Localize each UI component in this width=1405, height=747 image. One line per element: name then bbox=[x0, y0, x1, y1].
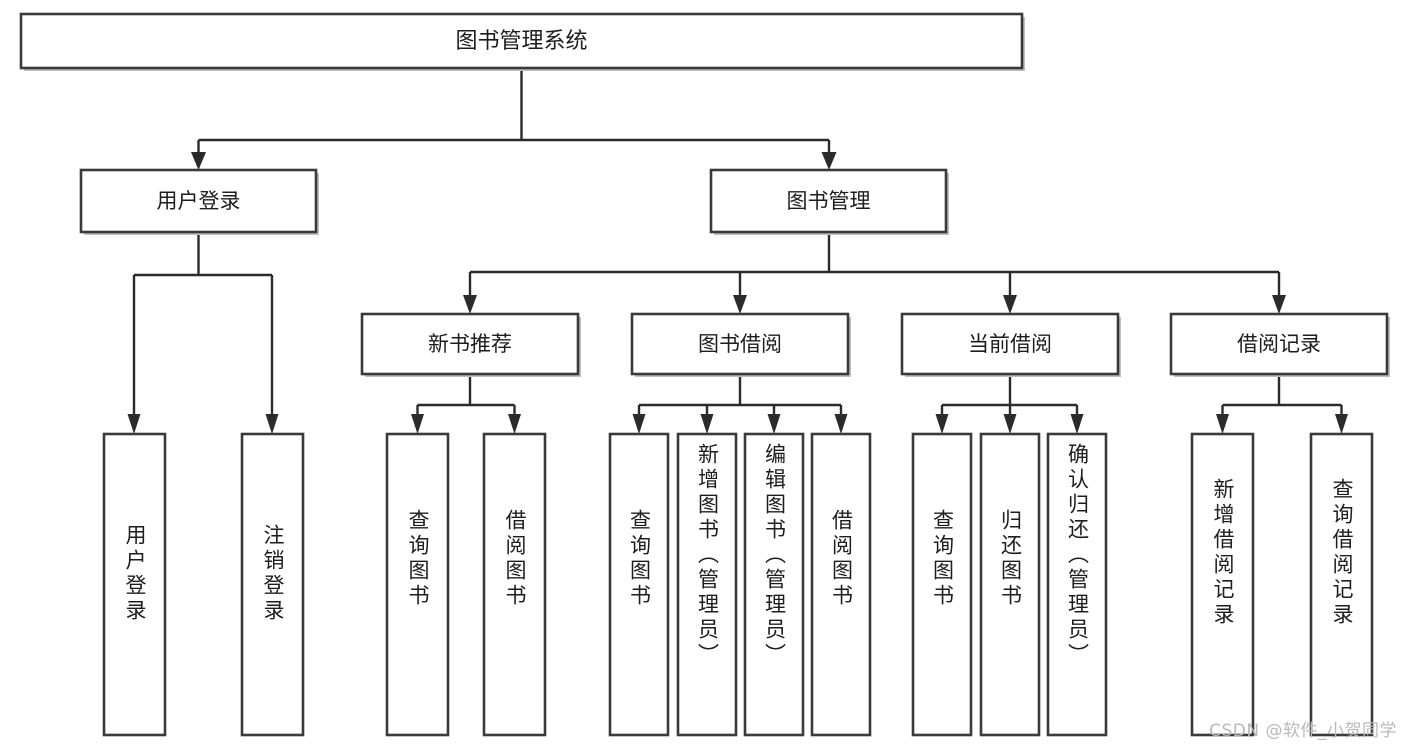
node-book-manage-box bbox=[709, 168, 948, 234]
arrowhead-leaf-confirm-return bbox=[1070, 414, 1084, 434]
leaf-borrow-book-1-box[interactable] bbox=[482, 432, 547, 737]
arrowhead-leaf-logout bbox=[265, 414, 279, 434]
leaf-query-book-3-box[interactable] bbox=[911, 432, 973, 737]
arrowhead-leaf-return-book bbox=[1003, 414, 1017, 434]
node-user-login-box bbox=[79, 168, 318, 234]
node-user-login[interactable]: 用户登录 bbox=[79, 168, 319, 235]
leaf-logout-box[interactable] bbox=[240, 432, 305, 737]
arrowhead-leaf-add-book bbox=[700, 414, 714, 434]
node-book-manage-label: 图书管理 bbox=[787, 189, 871, 213]
node-current-borrow-label: 当前借阅 bbox=[968, 332, 1052, 356]
leaf-query-record-box[interactable] bbox=[1309, 432, 1374, 737]
leaf-boxes-group bbox=[102, 432, 1374, 737]
node-book-manage[interactable]: 图书管理 bbox=[709, 168, 949, 235]
node-book-borrow[interactable]: 图书借阅 bbox=[630, 312, 851, 377]
arrowhead-new-book bbox=[463, 295, 477, 314]
node-borrow-record-box bbox=[1169, 312, 1389, 376]
leaf-add-book-box[interactable] bbox=[676, 432, 738, 737]
arrowhead-leaf-query-book-2 bbox=[632, 414, 646, 434]
arrowhead-leaf-query-book-1 bbox=[411, 414, 424, 434]
node-book-borrow-label: 图书借阅 bbox=[698, 332, 782, 356]
arrowhead-leaf-add-record bbox=[1216, 414, 1229, 434]
leaf-return-book-box[interactable] bbox=[979, 432, 1041, 737]
arrowhead-current-borrow bbox=[1003, 295, 1017, 314]
node-current-borrow[interactable]: 当前借阅 bbox=[900, 312, 1121, 377]
leaf-borrow-book-2-box[interactable] bbox=[810, 432, 872, 737]
node-new-book-recommend-label: 新书推荐 bbox=[428, 332, 512, 356]
watermark-text: CSDN @软件_小贺同学 bbox=[1209, 721, 1397, 741]
node-borrow-record[interactable]: 借阅记录 bbox=[1169, 312, 1390, 377]
arrowhead-book-borrow bbox=[733, 295, 747, 314]
arrowhead-leaf-borrow-book-1 bbox=[508, 414, 521, 434]
arrowhead-leaf-edit-book bbox=[767, 414, 781, 434]
arrowhead-leaf-user-login bbox=[127, 414, 141, 434]
connector-group bbox=[127, 68, 1348, 434]
leaf-add-record-box[interactable] bbox=[1190, 432, 1255, 737]
arrowhead-book-manage bbox=[821, 152, 837, 170]
arrowhead-leaf-query-record bbox=[1335, 414, 1348, 434]
node-root[interactable]: 图书管理系统 bbox=[19, 12, 1025, 71]
leaf-query-book-2-box[interactable] bbox=[608, 432, 670, 737]
arrowhead-user-login bbox=[191, 152, 206, 170]
node-root-box bbox=[19, 12, 1024, 70]
node-current-borrow-box bbox=[900, 312, 1120, 376]
node-user-login-label: 用户登录 bbox=[157, 189, 241, 213]
node-new-book-recommend[interactable]: 新书推荐 bbox=[360, 312, 581, 377]
arrowhead-leaf-query-book-3 bbox=[935, 414, 949, 434]
node-borrow-record-label: 借阅记录 bbox=[1237, 332, 1321, 356]
leaf-edit-book-box[interactable] bbox=[743, 432, 805, 737]
leaf-query-book-1-box[interactable] bbox=[385, 432, 450, 737]
node-root-label: 图书管理系统 bbox=[455, 29, 587, 54]
node-new-book-recommend-box bbox=[360, 312, 580, 376]
arrowhead-borrow-record bbox=[1272, 295, 1286, 314]
leaf-user-login-box[interactable] bbox=[102, 432, 167, 737]
arrowhead-leaf-borrow-book-2 bbox=[834, 414, 848, 434]
leaf-confirm-return-box[interactable] bbox=[1046, 432, 1108, 737]
node-book-borrow-box bbox=[630, 312, 850, 376]
